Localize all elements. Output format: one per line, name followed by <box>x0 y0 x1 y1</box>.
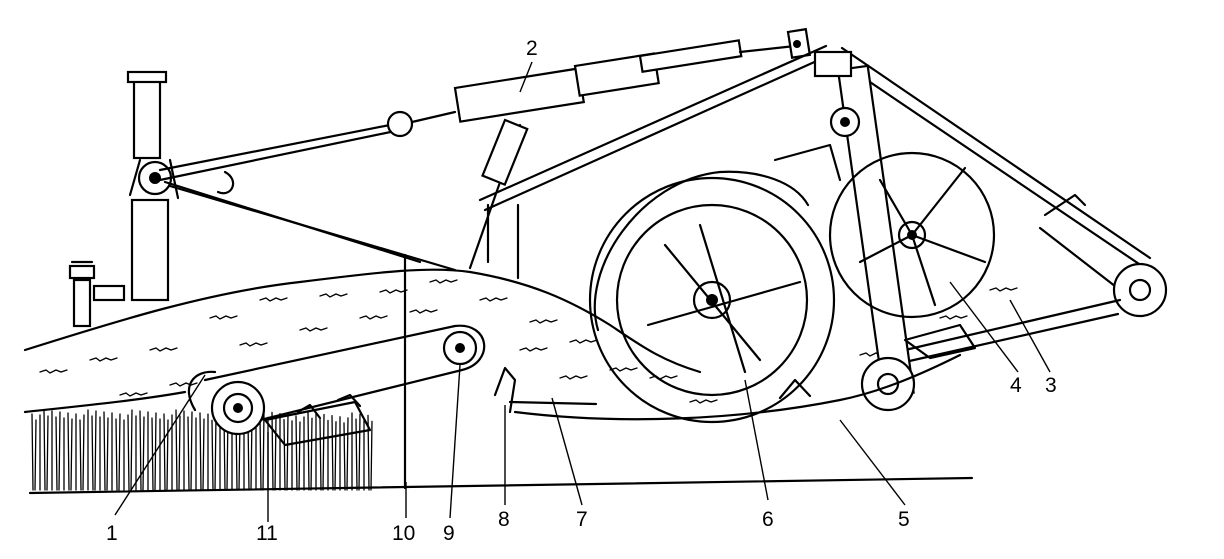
pickup-reel <box>828 151 996 319</box>
callout-1: 1 <box>106 522 118 545</box>
callout-8: 8 <box>498 508 510 531</box>
callout-9: 9 <box>443 522 455 545</box>
callout-4: 4 <box>1010 374 1022 397</box>
callout-3: 3 <box>1045 374 1057 397</box>
callout-10: 10 <box>392 522 415 545</box>
crop-swath <box>23 268 702 374</box>
callout-2: 2 <box>526 37 538 60</box>
drum-assembly <box>588 170 836 424</box>
guide-plate <box>493 366 517 414</box>
ground <box>28 409 974 495</box>
callout-7: 7 <box>576 508 588 531</box>
conveyor <box>187 324 486 447</box>
hydraulic-cylinder <box>386 27 812 138</box>
leader-lines <box>114 61 1051 522</box>
swath-lower-edge <box>23 390 187 414</box>
callout-6: 6 <box>762 508 774 531</box>
callout-labels: 1 2 3 4 5 6 7 8 9 10 11 <box>106 37 1057 545</box>
right-frame-arm <box>828 46 1168 364</box>
housing-frame <box>468 44 842 280</box>
tie-rods <box>158 122 457 490</box>
callout-11: 11 <box>256 522 278 545</box>
callout-5: 5 <box>898 508 910 531</box>
valve-fitting <box>68 260 126 328</box>
stubble-hatching <box>31 409 373 491</box>
